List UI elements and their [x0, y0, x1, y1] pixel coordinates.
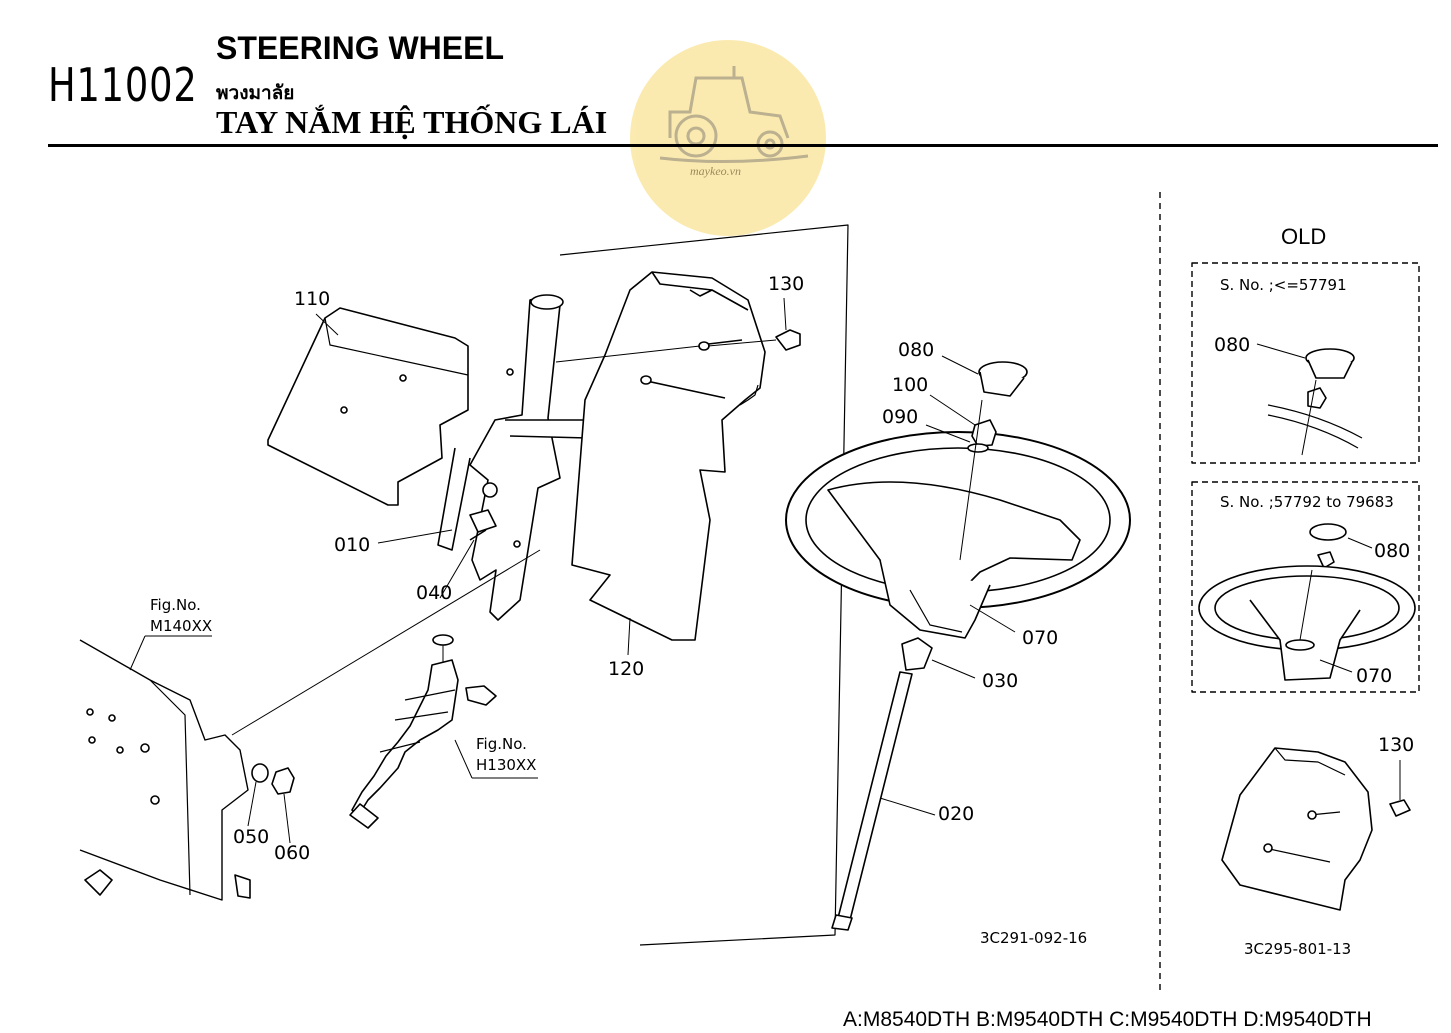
tractor-icon — [659, 66, 809, 164]
old-box1-callout: 080 — [1214, 334, 1251, 356]
part-060-nut — [271, 767, 295, 795]
fig-ref-m140-line1: Fig.No. — [150, 596, 201, 614]
callout-130: 130 — [768, 273, 805, 295]
old-panel-title: OLD — [1281, 224, 1327, 249]
fig-ref-m140-line2: M140XX — [150, 617, 213, 635]
header-rule — [48, 144, 1438, 147]
watermark-logo — [630, 40, 826, 236]
part-070-steering-wheel — [785, 431, 1131, 639]
old-box-2 — [1191, 481, 1420, 693]
old-detail-callout-130: 130 — [1378, 734, 1415, 756]
part-u-joint — [349, 634, 497, 829]
callout-020: 020 — [938, 803, 975, 825]
callout-050: 050 — [233, 826, 270, 848]
callout-060: 060 — [274, 842, 311, 864]
callout-040: 040 — [416, 582, 453, 604]
old-box2-callout-080: 080 — [1374, 540, 1411, 562]
part-110-cover — [267, 307, 469, 506]
part-130-screw — [775, 329, 801, 351]
fig-ref-h130-line1: Fig.No. — [476, 735, 527, 753]
callout-090: 090 — [882, 406, 919, 428]
callout-100: 100 — [892, 374, 929, 396]
old-box-1 — [1191, 262, 1420, 464]
title-english: STEERING WHEEL — [216, 30, 505, 66]
model-list: A:M8540DTH B:M9540DTH C:M9540DTH D:M9540… — [843, 1008, 1372, 1031]
callout-010: 010 — [334, 534, 371, 556]
part-030-bushing — [901, 637, 933, 671]
callout-120: 120 — [608, 658, 645, 680]
old-box1-serial: S. No. ;<=57791 — [1220, 276, 1347, 294]
old-detail-130 — [1221, 747, 1373, 911]
drawing-code-main: 3C291-092-16 — [980, 929, 1088, 947]
old-box2-callout-070: 070 — [1356, 665, 1393, 687]
page-code: H11002 — [48, 58, 198, 112]
title-vietnamese: TAY NẮM HỆ THỐNG LÁI — [216, 104, 608, 140]
old-box2-serial: S. No. ;57792 to 79683 — [1220, 493, 1394, 511]
fig-ref-h130-line2: H130XX — [476, 756, 537, 774]
part-090-washer — [967, 443, 989, 453]
watermark-text: maykeo.vn — [690, 164, 741, 178]
part-050-washer — [251, 763, 269, 783]
drawing-code-old: 3C295-801-13 — [1244, 940, 1352, 958]
frame-m140 — [79, 639, 249, 901]
part-120-panel — [571, 271, 766, 641]
callout-070: 070 — [1022, 627, 1059, 649]
part-020-shaft — [837, 671, 913, 921]
callout-030: 030 — [982, 670, 1019, 692]
part-100-nut — [971, 419, 997, 447]
part-040-bolt — [469, 509, 497, 533]
callout-110: 110 — [294, 288, 331, 310]
part-010-column — [469, 295, 561, 621]
title-thai: พวงมาลัย — [216, 82, 295, 104]
callout-080: 080 — [898, 339, 935, 361]
